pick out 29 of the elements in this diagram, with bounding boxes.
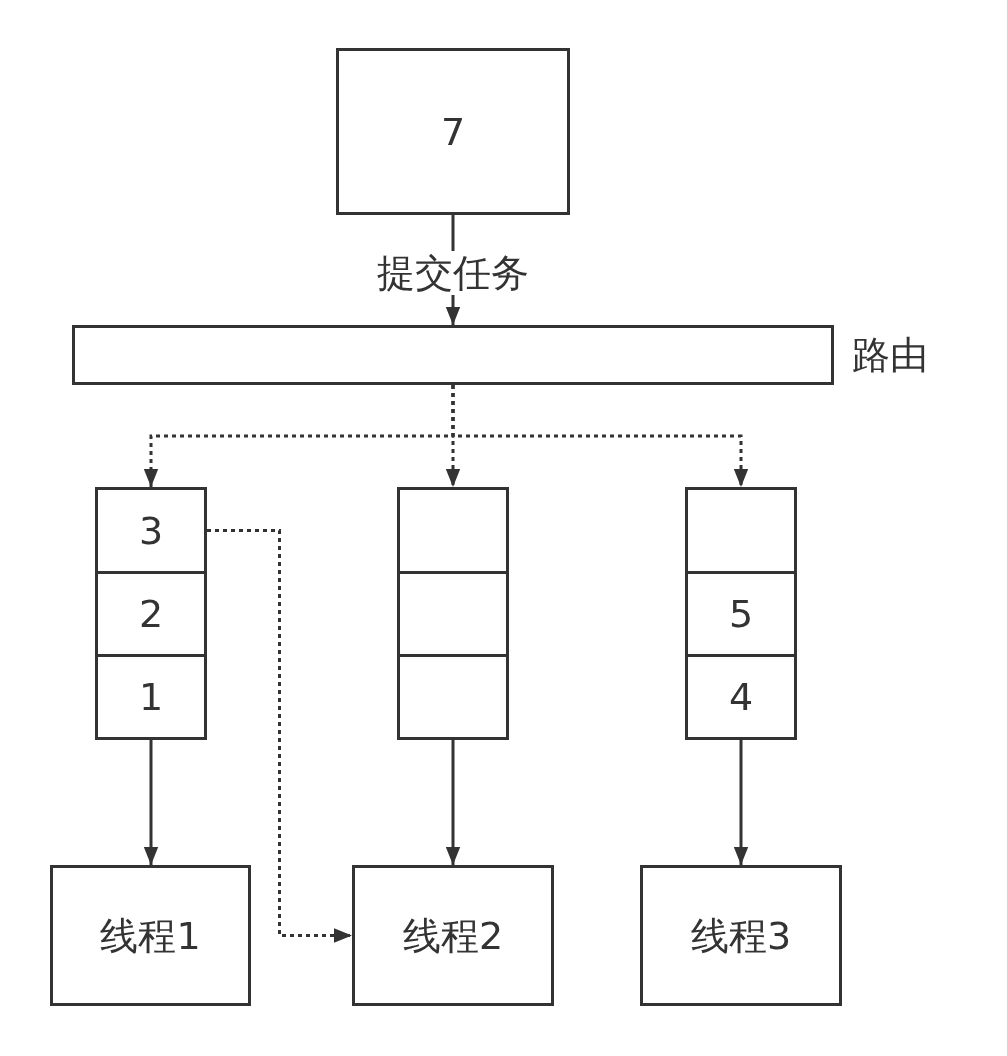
process-box xyxy=(352,865,554,1006)
node-text: 7 xyxy=(440,112,466,151)
queue-cell xyxy=(397,574,509,657)
node-text: 5 xyxy=(728,595,754,633)
process-box xyxy=(50,865,251,1006)
queue-cell xyxy=(685,657,797,740)
queue-cell xyxy=(685,487,797,574)
node-text: 线程3 xyxy=(690,916,792,955)
process-box xyxy=(336,48,570,215)
dotted-arrow xyxy=(451,385,749,487)
node-text: 线程1 xyxy=(100,916,201,955)
side-label: 路由 xyxy=(852,332,928,379)
queue-cell xyxy=(685,574,797,657)
node-text: 4 xyxy=(728,678,754,716)
process-box xyxy=(640,865,842,1006)
queue-cell xyxy=(397,487,509,574)
node-text: 线程2 xyxy=(402,916,504,955)
node-text: 2 xyxy=(138,595,164,633)
arrow xyxy=(733,740,749,865)
node-text: 3 xyxy=(138,511,164,550)
arrow xyxy=(445,740,461,865)
node-text: 1 xyxy=(138,678,164,716)
dotted-arrow xyxy=(207,529,352,943)
queue-cell xyxy=(95,487,207,574)
arrow xyxy=(143,740,159,865)
queue-cell xyxy=(95,574,207,657)
queue-cell xyxy=(95,657,207,740)
queue-cell xyxy=(397,657,509,740)
router-bar xyxy=(72,325,834,385)
